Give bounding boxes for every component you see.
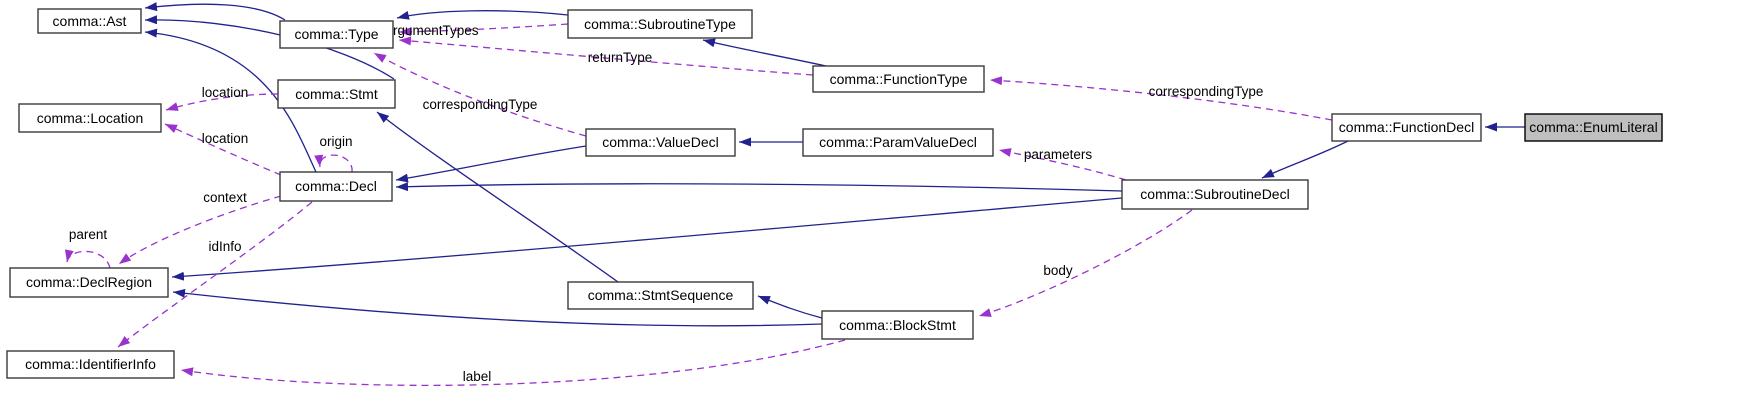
node-comma-type[interactable]: comma::Type [279,20,394,49]
edge-usage-decl-location [164,123,282,176]
edge-label-correspondingtype-right: correspondingType [1149,84,1264,99]
node-label-paramvaluedecl: comma::ParamValueDecl [819,134,977,150]
node-label-type: comma::Type [294,26,378,42]
edge-label-body: body [1043,263,1073,278]
edge-inherit-subroutinetype-to-type [396,10,569,20]
edge-label-label: label [463,369,492,384]
node-label-functiondecl: comma::FunctionDecl [1339,119,1474,135]
edge-label-idinfo: idInfo [208,239,241,254]
edge-usage-blockstmt-label [180,339,846,386]
node-label-stmtsequence: comma::StmtSequence [588,287,734,303]
node-comma-subroutinetype[interactable]: comma::SubroutineType [567,9,753,39]
edge-usage-subroutinedecl-body [978,209,1193,317]
edge-label-location-stmt: location [202,85,249,100]
edge-usage-subroutinedecl-parameters [998,148,1127,181]
node-label-enumliteral: comma::EnumLiteral [1529,119,1657,135]
edge-label-parent: parent [69,227,108,242]
edge-label-origin: origin [319,134,352,149]
node-label-blockstmt: comma::BlockStmt [839,317,956,333]
node-label-subroutinedecl: comma::SubroutineDecl [1140,186,1289,202]
node-comma-paramvaluedecl[interactable]: comma::ParamValueDecl [802,128,994,157]
node-label-decl: comma::Decl [295,178,377,194]
node-label-valuedecl: comma::ValueDecl [602,134,718,150]
edge-label-location-decl: location [202,131,249,146]
edge-inherit-subroutinedecl-to-declregion [171,197,1123,281]
edge-inherit-functiondecl-to-subroutinedecl [1261,140,1349,179]
edge-usage-decl-context [118,195,282,265]
node-comma-declregion[interactable]: comma::DeclRegion [9,267,169,298]
edge-usage-stmt-location [165,93,279,111]
node-comma-decl[interactable]: comma::Decl [279,171,393,202]
node-comma-stmtsequence[interactable]: comma::StmtSequence [567,281,754,310]
node-comma-ast[interactable]: comma::Ast [37,8,142,34]
node-label-functiontype: comma::FunctionType [830,71,968,87]
node-comma-subroutinedecl[interactable]: comma::SubroutineDecl [1121,179,1309,210]
edge-inherit-valuedecl-to-decl [395,145,587,183]
edge-inherit-subroutinedecl-to-decl [395,182,1123,192]
node-comma-stmt[interactable]: comma::Stmt [277,79,396,109]
edge-inherit-type-to-ast [144,2,286,21]
node-comma-functiontype[interactable]: comma::FunctionType [812,65,985,93]
node-comma-functiondecl[interactable]: comma::FunctionDecl [1331,113,1482,142]
node-label-subroutinetype: comma::SubroutineType [584,16,736,32]
edge-usage-functiondecl-correspondingtype [989,76,1333,121]
edge-usage-subroutinetype-argumenttypes [398,23,569,37]
edge-label-argumenttypes: argumentTypes [385,23,478,38]
edge-inherit-stmtsequence-to-stmt [376,111,619,283]
node-label-declregion: comma::DeclRegion [26,274,152,290]
node-label-stmt: comma::Stmt [295,86,378,102]
edge-label-correspondingtype-left: correspondingType [423,97,538,112]
edge-inherit-blockstmt-to-declregion [172,288,823,327]
edge-inherit-decl-to-ast [144,28,317,173]
edge-label-parameters: parameters [1024,147,1093,162]
node-label-identifierinfo: comma::IdentifierInfo [25,356,156,372]
node-label-location: comma::Location [37,110,144,126]
node-comma-identifierinfo[interactable]: comma::IdentifierInfo [6,350,175,379]
edge-label-returntype: returnType [588,50,653,65]
node-comma-valuedecl[interactable]: comma::ValueDecl [585,128,736,157]
edge-usage-functiontype-returntype [398,36,814,76]
node-comma-blockstmt[interactable]: comma::BlockStmt [821,310,974,340]
edge-usage-decl-origin-selfloop [314,154,353,173]
edge-label-context: context [203,190,247,205]
edge-usage-decl-idinfo [117,201,313,348]
edge-usage-declregion-parent-selfloop [64,249,111,269]
edge-inherit-blockstmt-to-stmtsequence [757,295,823,319]
node-label-ast: comma::Ast [53,13,127,29]
node-comma-location[interactable]: comma::Location [18,103,162,133]
edge-inherit-functiontype-to-subroutinetype [702,38,827,67]
node-comma-enumliteral-highlighted: comma::EnumLiteral [1524,113,1663,142]
edge-usage-valuedecl-correspondingtype [373,52,587,137]
